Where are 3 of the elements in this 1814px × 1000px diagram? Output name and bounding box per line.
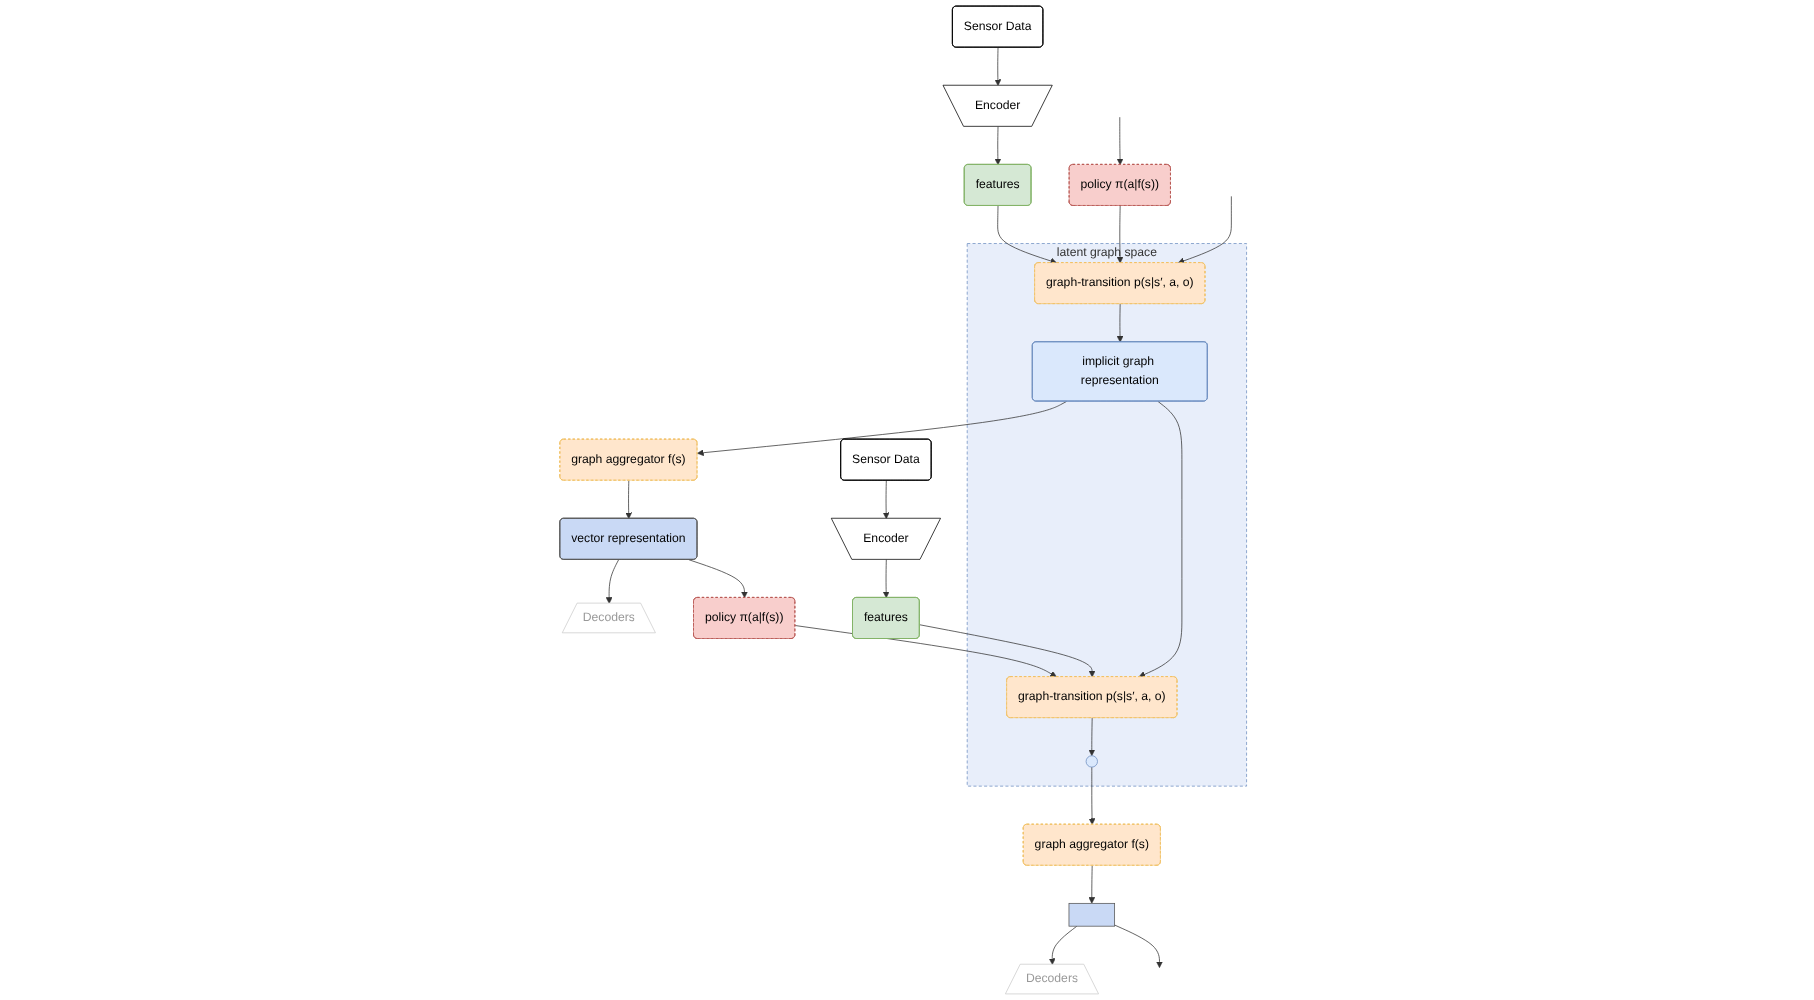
cluster <box>966 243 1247 787</box>
node-bar <box>1068 902 1115 927</box>
node-circle <box>1085 755 1098 768</box>
